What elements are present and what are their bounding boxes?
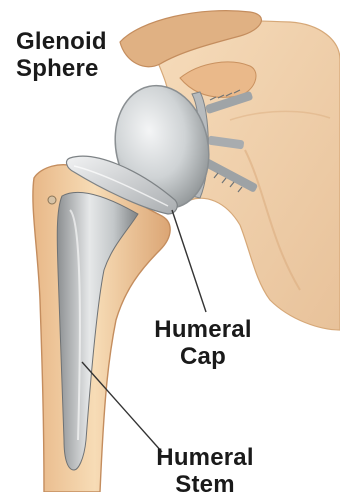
glenoid-label-line-2: Sphere xyxy=(16,55,107,82)
humeral-cap-label: Humeral Cap xyxy=(148,316,258,370)
cap-label-line-1: Humeral xyxy=(148,316,258,343)
stem-label-line-1: Humeral xyxy=(150,444,260,471)
cap-label-line-2: Cap xyxy=(148,343,258,370)
humeral-stem-label: Humeral Stem xyxy=(150,444,260,492)
stem-label-line-2: Stem xyxy=(150,471,260,492)
stem-hole xyxy=(48,196,56,204)
glenoid-label-line-1: Glenoid xyxy=(16,28,107,55)
cap-leader-line xyxy=(172,210,206,312)
glenoid-sphere-label: Glenoid Sphere xyxy=(16,28,107,82)
